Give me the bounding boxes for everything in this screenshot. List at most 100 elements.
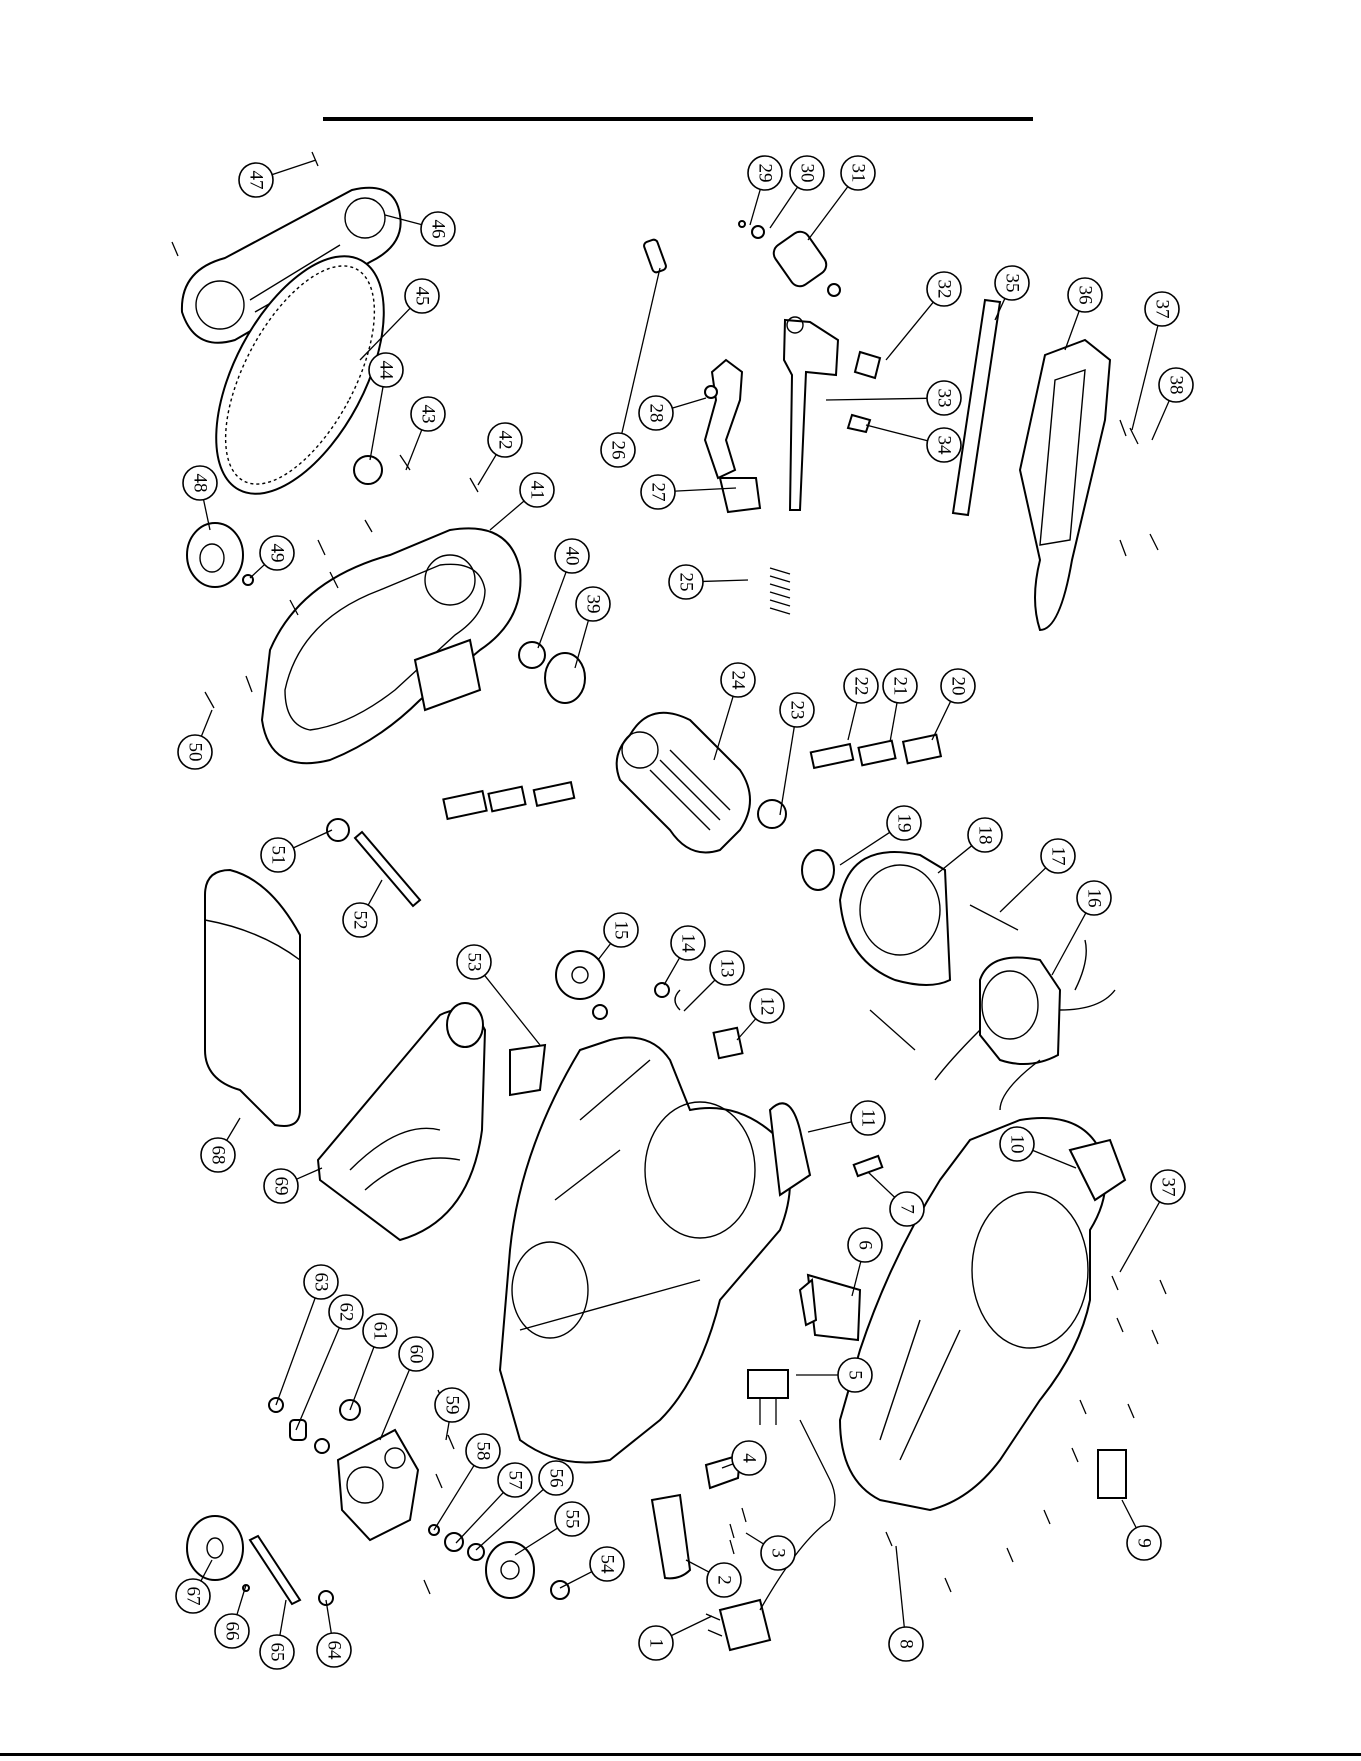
callout-46: 46	[421, 212, 455, 246]
part-small-pulley	[354, 456, 382, 484]
callout-number: 59	[442, 1396, 463, 1415]
callout-18: 18	[968, 818, 1002, 852]
leader-line	[886, 302, 933, 360]
leader-line	[684, 980, 715, 1011]
part-washer-28	[705, 386, 717, 398]
callout-11: 11	[851, 1101, 885, 1135]
callout-number: 45	[412, 287, 433, 306]
callout-number: 14	[678, 934, 699, 954]
callout-number: 27	[648, 483, 669, 502]
leader-line	[276, 1298, 315, 1405]
callout-number: 28	[646, 404, 667, 423]
callout-number: 22	[851, 677, 872, 696]
callout-number: 61	[370, 1322, 391, 1341]
leader-line	[227, 1118, 240, 1140]
callout-2: 2	[707, 1563, 741, 1597]
part-handle-guide	[1020, 340, 1110, 630]
callout-60: 60	[399, 1337, 433, 1371]
callout-54: 54	[590, 1547, 624, 1581]
callout-52: 52	[343, 903, 377, 937]
callout-number: 52	[350, 911, 371, 930]
callout-number: 18	[975, 826, 996, 845]
leader-line	[868, 1172, 895, 1197]
leader-line	[737, 1019, 756, 1040]
callout-69: 69	[264, 1169, 298, 1203]
callout-number: 58	[473, 1442, 494, 1461]
callout-number: 41	[527, 481, 548, 500]
part-washer-56	[468, 1544, 484, 1560]
part-clip-13	[675, 990, 680, 1010]
callout-39: 39	[576, 587, 610, 621]
callout-58: 58	[466, 1434, 500, 1468]
callout-37: 37	[1145, 292, 1179, 326]
part-long-screw	[970, 905, 1018, 930]
callout-number: 46	[428, 220, 449, 239]
callout-21: 21	[883, 669, 917, 703]
callout-number: 16	[1084, 889, 1105, 908]
callout-number: 10	[1007, 1135, 1028, 1154]
part-screw-16b	[870, 1010, 915, 1050]
part-armature	[617, 713, 750, 853]
leader-line	[938, 846, 972, 873]
leader-line	[664, 958, 680, 985]
part-label-53	[510, 1045, 545, 1095]
callout-51: 51	[261, 838, 295, 872]
callout-number: 48	[190, 474, 211, 493]
callout-number: 24	[728, 671, 749, 691]
callout-8: 8	[889, 1627, 923, 1661]
part-clip-7	[854, 1156, 883, 1176]
callout-40: 40	[555, 539, 589, 573]
part-axle-65	[250, 1536, 300, 1604]
callout-number: 30	[797, 164, 818, 183]
callout-65: 65	[260, 1635, 294, 1669]
leader-line	[750, 189, 760, 225]
callout-number: 54	[597, 1555, 618, 1575]
leader-line	[1122, 1500, 1136, 1528]
callout-number: 8	[896, 1639, 917, 1649]
leader-line	[538, 572, 566, 648]
callout-number: 55	[562, 1510, 583, 1529]
callout-19: 19	[887, 806, 921, 840]
callout-64: 64	[317, 1633, 351, 1667]
part-nut	[315, 1439, 329, 1453]
callout-27: 27	[641, 475, 675, 509]
callout-number: 60	[406, 1345, 427, 1364]
part-spring-25	[770, 568, 790, 614]
callout-number: 50	[185, 743, 206, 762]
callout-number: 11	[858, 1109, 879, 1127]
callout-number: 3	[768, 1548, 789, 1558]
leader-line	[201, 710, 212, 736]
callout-number: 36	[1075, 286, 1096, 305]
callout-43: 43	[411, 397, 445, 431]
leader-line	[1132, 326, 1158, 430]
callout-38: 38	[1159, 368, 1193, 402]
leader-line	[932, 701, 951, 740]
leader-line	[434, 1465, 474, 1530]
callout-30: 30	[790, 156, 824, 190]
callout-number: 19	[894, 814, 915, 833]
callout-66: 66	[215, 1614, 249, 1648]
callout-number: 65	[267, 1643, 288, 1662]
callout-4: 4	[732, 1441, 766, 1475]
part-stator	[935, 940, 1115, 1110]
callout-number: 38	[1166, 376, 1187, 395]
callout-24: 24	[721, 663, 755, 697]
leader-line	[490, 501, 524, 530]
callout-number: 62	[336, 1303, 357, 1322]
callout-number: 2	[714, 1575, 735, 1585]
part-right-housing	[840, 1118, 1125, 1510]
callout-number: 43	[418, 405, 439, 424]
callout-48: 48	[183, 466, 217, 500]
part-shaft-52	[355, 832, 420, 906]
callout-31: 31	[841, 156, 875, 190]
callout-26: 26	[601, 433, 635, 467]
callout-13: 13	[710, 951, 744, 985]
callout-number: 42	[495, 431, 516, 450]
part-gear-housing	[262, 528, 521, 763]
leader-line	[598, 943, 611, 960]
leader-line	[714, 696, 733, 760]
leader-line	[896, 1546, 904, 1627]
part-fan	[556, 951, 604, 999]
callout-22: 22	[844, 669, 878, 703]
part-gear-box	[338, 1430, 418, 1540]
